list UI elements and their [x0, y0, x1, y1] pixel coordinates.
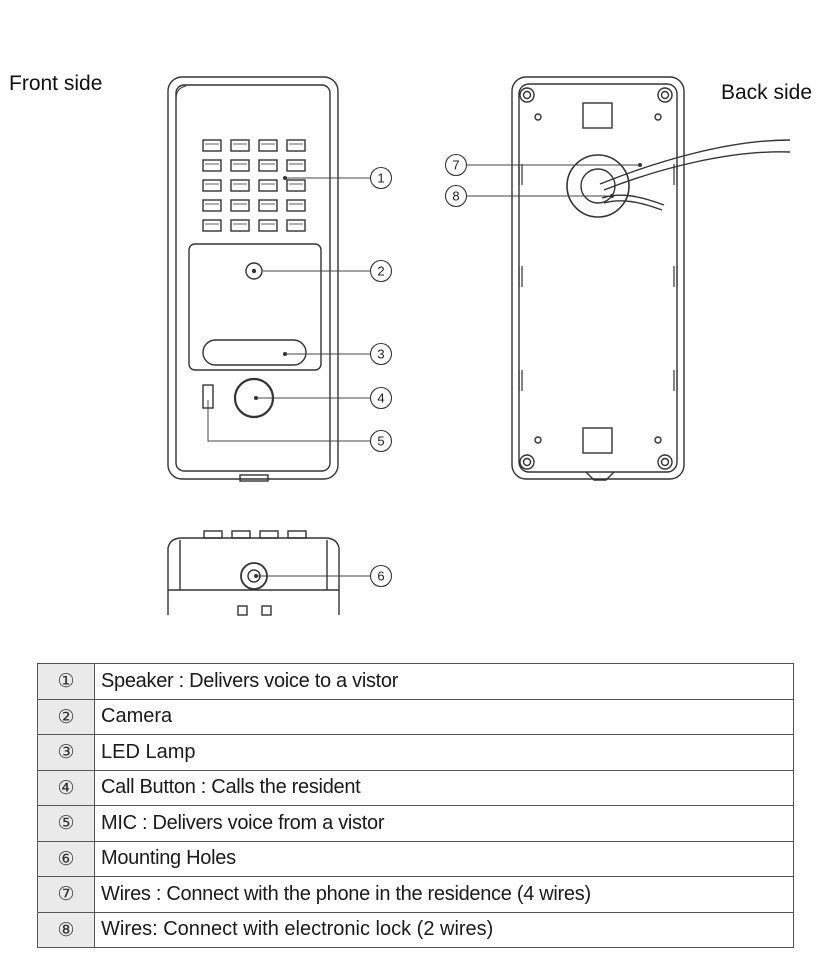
legend-symbol: ⑧ — [37, 911, 95, 948]
legend-text: Mounting Holes — [94, 840, 794, 877]
legend-row: ② Camera — [37, 698, 794, 735]
back-corner-screws — [519, 87, 673, 470]
speaker-slot — [230, 139, 250, 152]
legend-text: LED Lamp — [94, 734, 794, 771]
speaker-slot — [258, 219, 278, 232]
svg-text:5: 5 — [377, 434, 384, 449]
callout-2: 2 — [369, 259, 393, 283]
back-side-clips — [518, 164, 678, 391]
legend-row: ① Speaker : Delivers voice to a vistor — [37, 663, 794, 700]
front-side-label: Front side — [9, 72, 103, 95]
legend-row: ⑤ MIC : Delivers voice from a vistor — [37, 805, 794, 842]
legend-table: ① Speaker : Delivers voice to a vistor ②… — [37, 663, 794, 948]
svg-text:8: 8 — [452, 189, 459, 204]
legend-text: MIC : Delivers voice from a vistor — [94, 805, 794, 842]
bottom-device — [167, 530, 340, 616]
speaker-slot — [230, 219, 250, 232]
bottom-top-bumps — [203, 530, 307, 539]
speaker-slot — [230, 179, 250, 192]
callout-5: 5 — [369, 429, 393, 453]
speaker-slot — [286, 199, 306, 212]
svg-text:1: 1 — [377, 171, 384, 186]
speaker-slot — [286, 139, 306, 152]
speaker-slot — [258, 139, 278, 152]
callout-3: 3 — [369, 342, 393, 366]
mounting-hole-outer — [240, 562, 268, 590]
speaker-slot — [202, 159, 222, 172]
speaker-slot — [202, 179, 222, 192]
svg-text:6: 6 — [377, 569, 384, 584]
legend-text: Camera — [94, 698, 794, 735]
legend-symbol: ② — [37, 698, 95, 735]
speaker-slot — [202, 219, 222, 232]
back-top-slot — [582, 102, 613, 129]
speaker-slot — [286, 159, 306, 172]
front-bottom-tab — [239, 474, 269, 482]
wire-phone — [599, 139, 791, 185]
back-outer-frame — [511, 76, 685, 480]
camera-panel — [188, 243, 322, 371]
legend-symbol: ③ — [37, 734, 95, 771]
callout-7: 7 — [444, 153, 468, 177]
svg-text:7: 7 — [452, 158, 459, 173]
speaker-slot — [230, 199, 250, 212]
speaker-slot — [202, 199, 222, 212]
back-small-holes — [534, 113, 662, 444]
speaker-slot — [202, 139, 222, 152]
speaker-slot — [286, 179, 306, 192]
legend-symbol: ⑦ — [37, 876, 95, 913]
callout-6: 6 — [369, 564, 393, 588]
mounting-hole-inner — [247, 569, 261, 583]
svg-text:2: 2 — [377, 264, 384, 279]
bottom-body — [167, 537, 340, 615]
doorbell-diagram: 1 2 3 4 5 6 7 8 — [167, 76, 791, 616]
led-lamp — [202, 339, 307, 366]
legend-text: Call Button : Calls the resident — [94, 769, 794, 806]
speaker-slot — [286, 219, 306, 232]
callout-1: 1 — [369, 166, 393, 190]
front-inner-frame — [175, 84, 331, 472]
svg-text:4: 4 — [377, 391, 384, 406]
callout-badges: 1 2 3 4 5 6 7 8 — [369, 153, 468, 588]
legend-row: ④ Call Button : Calls the resident — [37, 769, 794, 806]
speaker-slot — [258, 199, 278, 212]
back-inner-frame — [518, 83, 678, 473]
legend-row: ⑦ Wires : Connect with the phone in the … — [37, 876, 794, 913]
svg-text:3: 3 — [377, 347, 384, 362]
legend-symbol: ⑥ — [37, 840, 95, 877]
legend-row: ⑥ Mounting Holes — [37, 840, 794, 877]
back-device — [511, 76, 791, 481]
legend-row: ⑧ Wires: Connect with electronic lock (2… — [37, 911, 794, 948]
callout-4: 4 — [369, 386, 393, 410]
speaker-grille — [202, 139, 306, 232]
legend-row: ③ LED Lamp — [37, 734, 794, 771]
front-outer-frame — [167, 76, 339, 480]
wire-lock — [601, 194, 665, 206]
callout-8: 8 — [444, 184, 468, 208]
speaker-slot — [230, 159, 250, 172]
legend-symbol: ⑤ — [37, 805, 95, 842]
legend-text: Speaker : Delivers voice to a vistor — [94, 663, 794, 700]
legend-symbol: ① — [37, 663, 95, 700]
speaker-slot — [258, 159, 278, 172]
back-side-label: Back side — [721, 81, 813, 104]
legend-text: Wires: Connect with electronic lock (2 w… — [94, 911, 794, 948]
wire-grommet — [566, 154, 630, 218]
legend-text: Wires : Connect with the phone in the re… — [94, 876, 794, 913]
speaker-slot — [258, 179, 278, 192]
camera-lens — [245, 262, 263, 280]
back-bottom-slot — [582, 427, 613, 454]
legend-symbol: ④ — [37, 769, 95, 806]
front-device — [167, 76, 339, 482]
